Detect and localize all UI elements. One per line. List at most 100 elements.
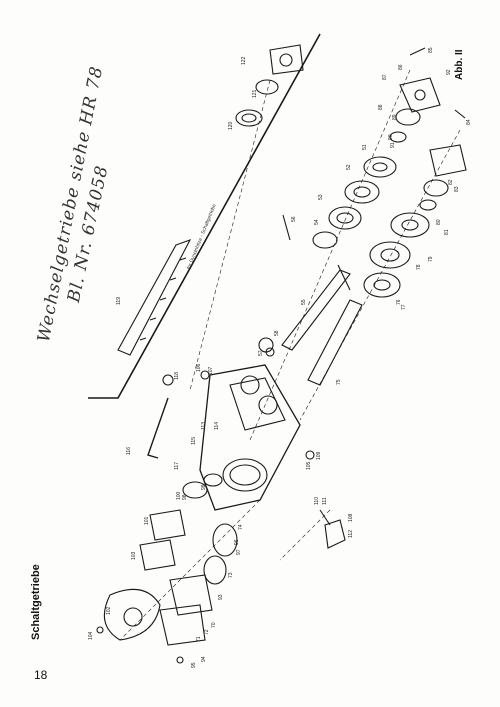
figure-label: Abb. II [454,49,465,80]
housing-front-opening [222,458,268,492]
callout-108: 108 [348,513,354,522]
flange-102 [139,539,176,571]
callout-98: 98 [182,494,188,500]
callout-74: 74 [238,524,244,530]
callout-labels: 122 121 120 119 118 116 117 115 113 114 … [88,47,472,668]
callout-86: 86 [398,64,404,70]
knob-118 [162,374,174,386]
callout-119: 119 [116,297,122,305]
callout-87: 87 [382,74,388,80]
callout-113: 113 [201,422,207,430]
callout-94: 94 [201,656,207,662]
callout-88: 88 [378,104,384,110]
page-title: Schaltgetriebe [30,564,42,640]
ring-120-inner [241,113,257,123]
callout-93: 93 [218,594,224,600]
callout-114: 114 [214,422,220,430]
ring-121 [255,79,279,95]
ring-90 [389,131,407,143]
pin-110 [319,509,331,526]
callout-95: 95 [191,662,197,668]
callout-116: 116 [126,447,132,455]
ring-54 [312,231,338,249]
housing-bore-1 [240,375,260,395]
gear-53 [328,206,362,230]
callout-76: 76 [396,299,402,305]
callout-79: 79 [428,256,434,262]
callout-54: 54 [314,219,320,225]
callout-103: 103 [131,551,137,560]
cover-83 [429,144,467,177]
callout-80: 80 [436,219,442,225]
callout-104: 104 [88,631,94,640]
callout-120: 120 [228,121,234,130]
callout-109: 109 [316,451,322,460]
bracket-112 [324,519,346,549]
gear-79-hub [401,219,419,231]
cover-87-bore [414,89,426,101]
nut-106 [200,370,210,380]
callout-106: 106 [196,363,202,372]
bolt-109 [305,450,315,460]
callout-99: 99 [201,484,207,490]
gear-78 [369,241,411,269]
callout-111: 111 [322,497,328,505]
callout-52: 52 [346,164,352,170]
gear-77 [363,272,401,298]
callout-75: 75 [336,379,342,385]
callout-56: 56 [291,216,297,222]
gear-78-hub [380,248,400,262]
callout-51: 51 [362,144,368,150]
callout-91: 91 [390,142,396,148]
bearing-81 [423,179,449,197]
callout-96: 96 [234,539,240,545]
callout-82: 82 [448,179,454,185]
flange-122 [269,44,304,75]
callout-77: 77 [401,304,407,310]
bevel-gear-74 [212,523,238,557]
callout-53: 53 [318,194,324,200]
axis-line-4 [119,499,261,641]
callout-101: 101 [144,516,150,525]
housing-bore-2 [258,395,278,415]
bearing-73 [203,555,227,585]
flange-plate-bore [123,607,143,627]
gear-52 [344,180,380,204]
axis-line-2 [249,69,411,441]
callout-78: 78 [416,264,422,270]
callout-105: 105 [306,461,312,470]
axis-line-1 [189,79,271,391]
ring-99 [203,473,223,487]
gear-77-hub [373,279,391,291]
gasket-72 [169,574,213,616]
ring-57 [265,347,275,357]
callout-84: 84 [466,119,472,125]
callout-118: 118 [174,372,180,380]
ring-80 [419,199,437,211]
bolt-85 [409,47,426,56]
gasket-101 [149,509,186,541]
housing-outline [199,364,301,511]
bolt-104 [96,626,104,634]
callout-115: 115 [191,437,197,445]
callout-81: 81 [444,229,450,235]
callout-89: 89 [392,114,398,120]
pin-key [337,264,351,291]
callout-107: 107 [208,366,214,375]
callout-90: 90 [388,134,394,140]
seal-100 [182,481,208,499]
gear-52-hub [353,186,371,198]
callout-110: 110 [314,497,320,505]
callout-71: 71 [196,636,202,642]
callout-117: 117 [174,462,180,470]
pin-56 [282,214,291,241]
callout-112: 112 [348,530,354,538]
housing-top-face [229,377,286,431]
callout-58: 58 [274,330,280,336]
callout-121: 121 [252,89,258,98]
callout-70: 70 [211,622,217,628]
callout-92: 92 [446,69,452,75]
cover-71 [159,604,206,646]
